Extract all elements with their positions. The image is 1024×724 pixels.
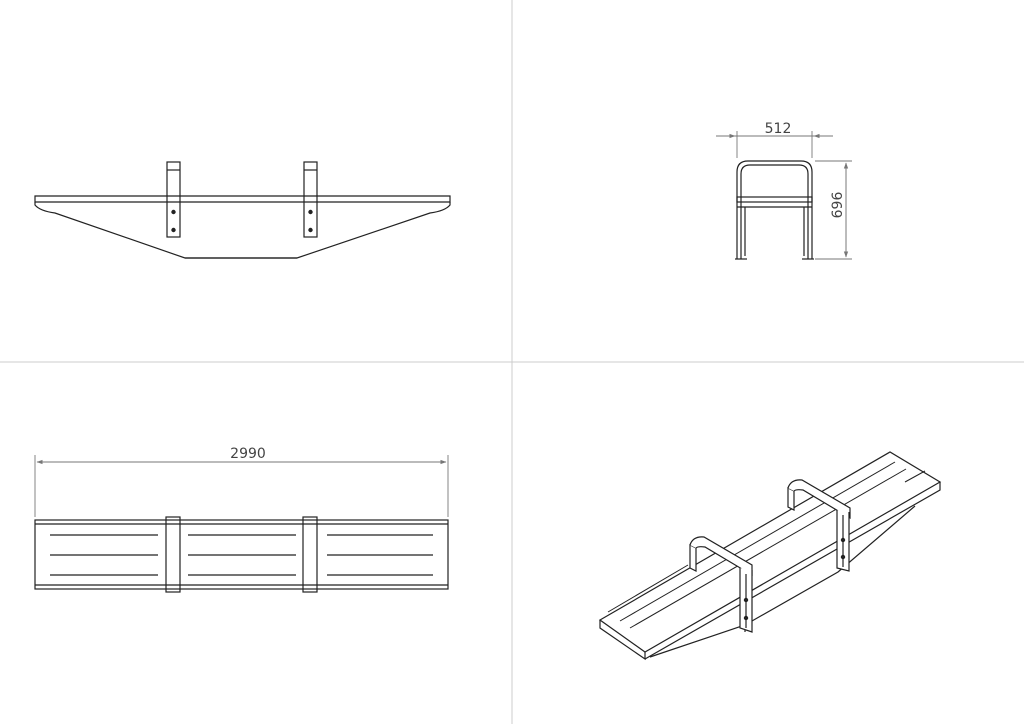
- width-dimension: [716, 131, 833, 158]
- iso-slats: [607, 461, 926, 629]
- isometric-view: [598, 451, 942, 661]
- front-bracket-right: [303, 161, 318, 238]
- front-plank: [34, 195, 451, 203]
- length-dimension-label: 2990: [230, 446, 266, 462]
- top-outline: [34, 516, 449, 593]
- top-view: 2990: [34, 446, 449, 593]
- bolt-icon: [840, 554, 846, 560]
- height-dimension: [815, 160, 852, 260]
- iso-seat-top: [598, 451, 942, 653]
- iso-bracket-left: [689, 536, 753, 633]
- bolt-icon: [743, 615, 749, 621]
- iso-bracket-right: [787, 479, 851, 572]
- iso-plank-edge-left: [599, 620, 646, 661]
- bolt-icon: [171, 209, 176, 215]
- bolt-icon: [308, 227, 313, 233]
- bolt-icon: [743, 597, 749, 603]
- top-bracket-right: [302, 516, 318, 593]
- front-bracket-left: [166, 161, 181, 238]
- top-plank: [34, 519, 449, 590]
- front-underframe: [34, 202, 451, 259]
- top-slats: [50, 534, 433, 576]
- length-dimension: [34, 455, 449, 517]
- side-view: 512 696: [716, 121, 852, 260]
- front-view: [34, 161, 451, 259]
- bolt-icon: [840, 537, 846, 543]
- top-bracket-left: [165, 516, 181, 593]
- side-outline: [735, 160, 814, 260]
- width-dimension-label: 512: [765, 121, 792, 137]
- iso-underframe: [649, 505, 916, 658]
- height-dimension-label: 696: [830, 192, 846, 219]
- bolt-icon: [171, 227, 176, 233]
- bolt-icon: [308, 209, 313, 215]
